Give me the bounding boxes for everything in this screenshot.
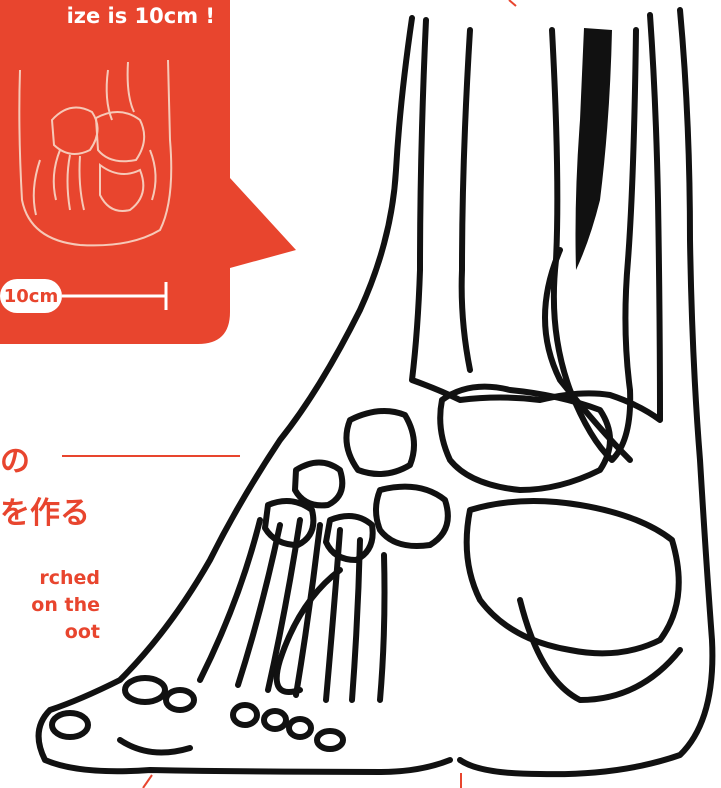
calcaneus [467, 501, 679, 653]
cuboid [376, 487, 448, 546]
tibia [412, 15, 660, 420]
phalanx [52, 713, 88, 737]
metatarsal [200, 520, 260, 680]
cuneiform [295, 463, 342, 506]
navicular [346, 411, 414, 474]
achilles-tendon [576, 28, 613, 270]
